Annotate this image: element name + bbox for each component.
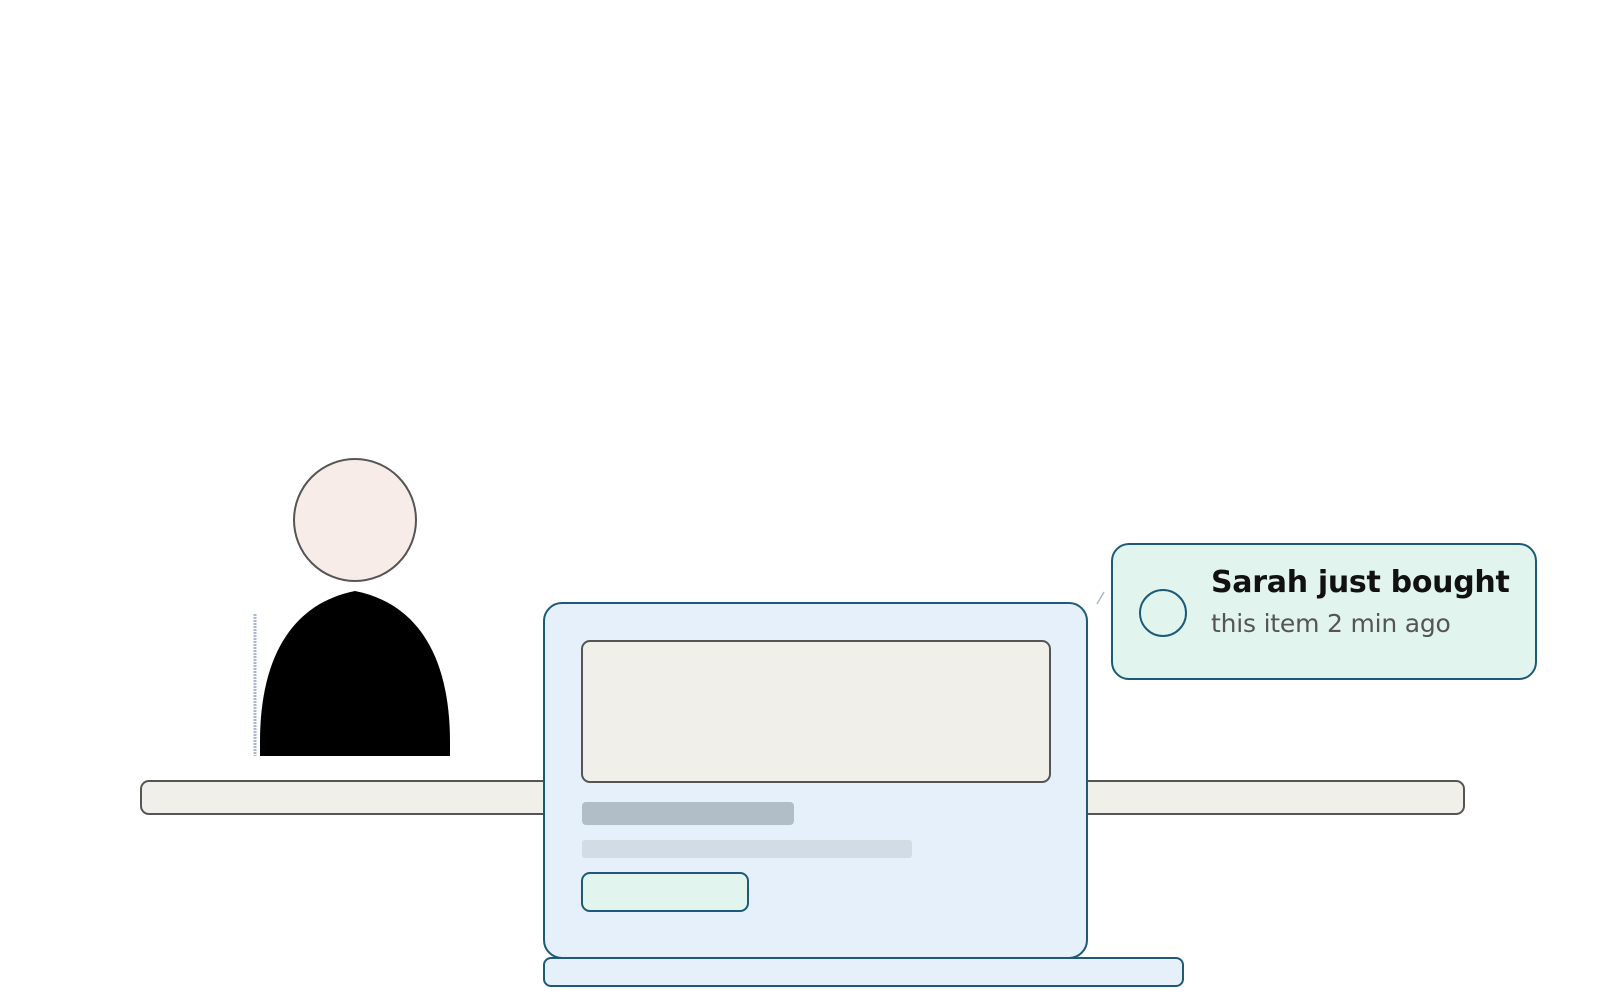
notification-title: Sarah just bought [1211,565,1510,600]
laptop-base [543,957,1184,987]
product-description-placeholder [582,840,912,858]
notification-subtitle: this item 2 min ago [1211,609,1451,638]
buy-button-placeholder[interactable] [581,872,749,912]
notification-connector [1096,591,1105,605]
person-head [293,458,417,582]
person-body [260,591,450,756]
avatar-circle-icon [1139,589,1187,637]
product-title-placeholder [582,802,794,825]
person-figure-icon [253,458,450,756]
product-image-placeholder [581,640,1051,783]
purchase-notification-toast[interactable]: Sarah just bought this item 2 min ago [1111,543,1537,680]
laptop-icon [543,602,1088,959]
